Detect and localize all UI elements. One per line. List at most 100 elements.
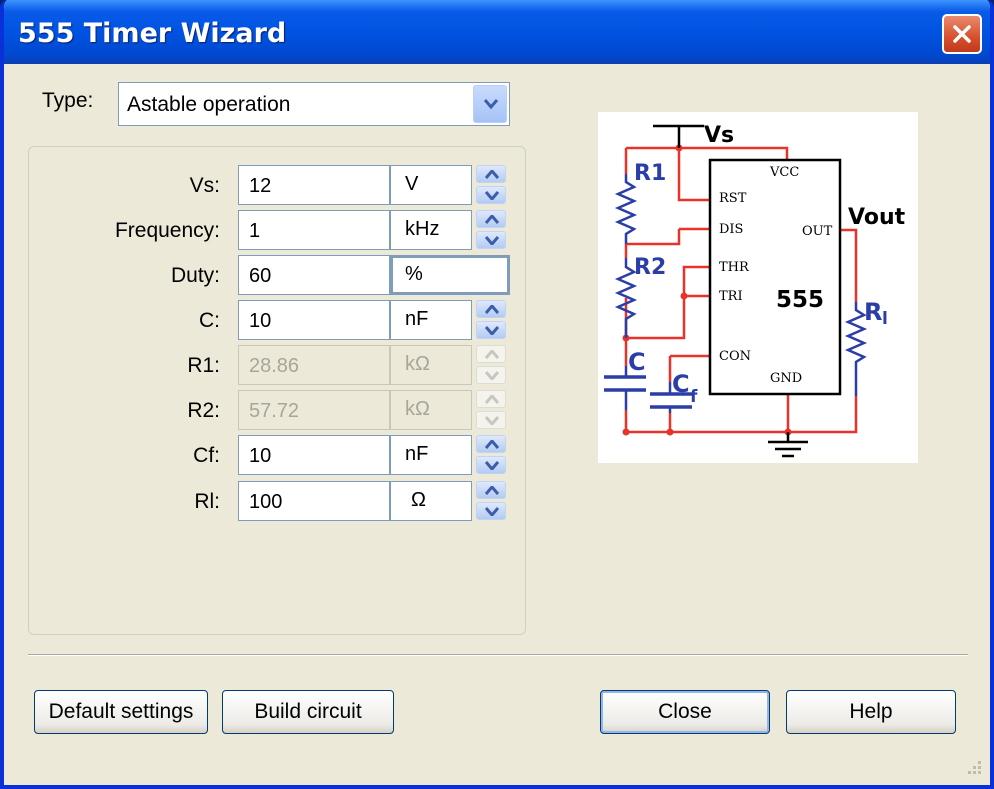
r1-input: 28.86	[238, 345, 390, 385]
spin-down-button[interactable]	[476, 502, 506, 520]
spin-down-button[interactable]	[476, 186, 506, 204]
field-row-r2: R2: 57.72 kΩ	[4, 390, 990, 430]
field-value: 12	[249, 175, 272, 197]
chevron-up-icon	[485, 350, 499, 359]
c-capacitor	[604, 375, 646, 392]
chevron-up-icon	[485, 170, 499, 179]
supply-symbol	[653, 124, 704, 148]
parameters-group	[28, 146, 526, 635]
c-unit-select[interactable]: nF	[390, 300, 472, 340]
vs-input[interactable]: 12	[238, 165, 390, 205]
field-value: 60	[249, 265, 272, 287]
field-value: 1	[249, 220, 261, 242]
build-circuit-button[interactable]: Build circuit	[222, 690, 394, 734]
cf-unit-select[interactable]: nF	[390, 435, 472, 475]
field-row-frequency: Frequency: 1 kHz	[4, 210, 990, 250]
chevron-up-icon	[485, 486, 499, 495]
vs-label: Vs	[704, 123, 734, 148]
help-button[interactable]: Help	[786, 690, 956, 734]
window-title: 555 Timer Wizard	[18, 18, 287, 49]
spin-up-button[interactable]	[476, 300, 506, 318]
field-label: Rl:	[194, 490, 220, 513]
chevron-down-icon	[485, 326, 499, 335]
r2-resistor	[614, 258, 638, 338]
pin-tri: TRI	[719, 289, 743, 304]
field-value: 10	[249, 310, 272, 332]
chevron-up-icon	[485, 215, 499, 224]
junction-dot	[622, 428, 630, 436]
c-label: C	[628, 348, 646, 376]
spin-down-button[interactable]	[476, 456, 506, 474]
circuit-schematic: Vs R1 R2 C C f R l	[598, 112, 918, 463]
close-button[interactable]: Close	[600, 690, 770, 734]
junction-dot	[666, 428, 674, 436]
title-bar[interactable]: 555 Timer Wizard	[4, 0, 990, 64]
window-close-button[interactable]	[942, 14, 982, 54]
field-label: Duty:	[170, 264, 220, 287]
type-select-value: Astable operation	[127, 93, 291, 116]
chevron-down-icon	[485, 371, 499, 380]
r1-spinner	[474, 345, 508, 385]
rl-resistor	[844, 302, 868, 396]
cf-subscript: f	[690, 387, 698, 407]
vs-unit-select[interactable]: V	[390, 165, 472, 205]
pin-dis: DIS	[719, 222, 743, 237]
rl-input[interactable]: 100	[238, 481, 390, 521]
schematic-diagram: Vs R1 R2 C C f R l	[604, 123, 906, 458]
spin-up-button[interactable]	[476, 435, 506, 453]
chevron-up-icon	[485, 440, 499, 449]
field-unit: kΩ	[405, 353, 430, 375]
chevron-down-icon	[485, 416, 499, 425]
c-spinner[interactable]	[474, 300, 508, 340]
chevron-down-icon	[485, 507, 499, 516]
field-value: 28.86	[249, 355, 300, 377]
field-label: Frequency:	[114, 219, 220, 242]
chevron-up-icon	[485, 395, 499, 404]
vout-label: Vout	[848, 205, 906, 230]
duty-input[interactable]: 60	[238, 255, 390, 295]
field-label: Vs:	[189, 174, 220, 197]
vs-spinner[interactable]	[474, 165, 508, 205]
cf-spinner[interactable]	[474, 435, 508, 475]
field-value: 57.72	[249, 400, 300, 422]
spin-up-button	[476, 390, 506, 408]
rl-spinner[interactable]	[474, 481, 508, 521]
field-unit: V	[405, 173, 419, 195]
type-dropdown-button[interactable]	[473, 85, 507, 123]
rl-label: R	[864, 298, 882, 326]
field-value: 100	[249, 491, 283, 513]
chevron-down-icon	[485, 461, 499, 470]
field-unit: nF	[405, 443, 429, 465]
type-select[interactable]: Astable operation	[118, 82, 510, 126]
r2-input: 57.72	[238, 390, 390, 430]
resize-grip-icon[interactable]	[962, 757, 984, 779]
chevron-down-icon	[485, 236, 499, 245]
field-row-c: C: 10 nF	[4, 300, 990, 340]
field-label: R2:	[187, 399, 220, 422]
pin-gnd: GND	[770, 371, 802, 386]
c-input[interactable]: 10	[238, 300, 390, 340]
spin-down-button[interactable]	[476, 231, 506, 249]
cf-input[interactable]: 10	[238, 435, 390, 475]
field-row-cf: Cf: 10 nF	[4, 435, 990, 475]
spin-down-button[interactable]	[476, 321, 506, 339]
field-unit: Ω	[411, 489, 426, 511]
frequency-input[interactable]: 1	[238, 210, 390, 250]
type-label: Type:	[42, 89, 94, 112]
pin-rst: RST	[719, 191, 747, 206]
field-unit: nF	[405, 308, 429, 330]
field-unit: kΩ	[405, 398, 430, 420]
spin-up-button[interactable]	[476, 165, 506, 183]
spin-up-button[interactable]	[476, 481, 506, 499]
field-value: 10	[249, 445, 272, 467]
close-icon	[953, 25, 971, 43]
chip-label: 555	[776, 287, 824, 313]
ground-icon	[768, 432, 808, 458]
default-settings-button[interactable]: Default settings	[34, 690, 208, 734]
frequency-unit-select[interactable]: kHz	[390, 210, 472, 250]
frequency-spinner[interactable]	[474, 210, 508, 250]
pin-out: OUT	[802, 224, 833, 239]
spin-up-button[interactable]	[476, 210, 506, 228]
rl-unit-select[interactable]: Ω	[390, 481, 472, 521]
